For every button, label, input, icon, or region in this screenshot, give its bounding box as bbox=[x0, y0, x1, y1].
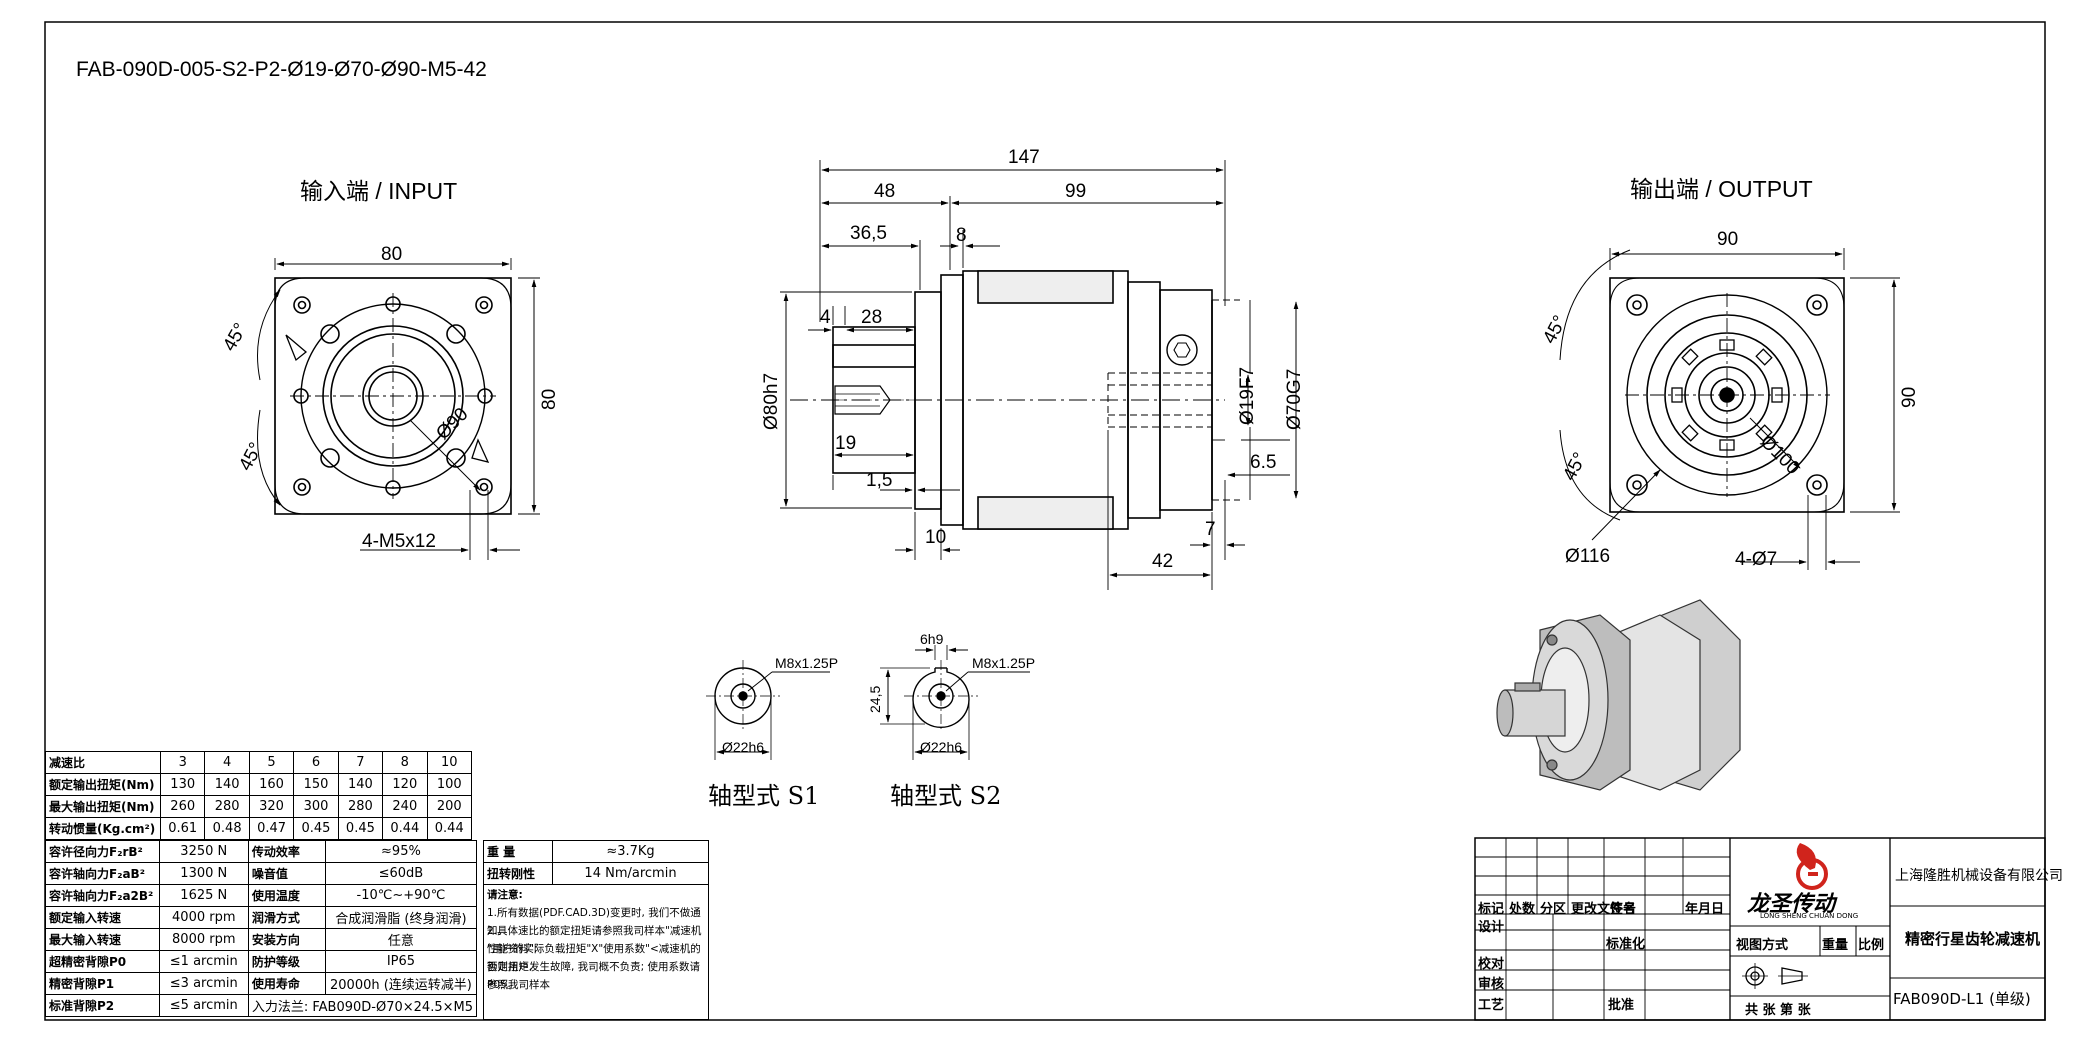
sheet-frame bbox=[44, 21, 2046, 1021]
output-dia-116-dim: Ø116 bbox=[1565, 546, 1611, 567]
shaft-s2-dia: Ø22h6 bbox=[920, 739, 963, 755]
overall-length-dim: 147 bbox=[1008, 147, 1040, 168]
dim-10: 10 bbox=[925, 527, 947, 548]
logo-text: 龙圣传动 bbox=[1747, 892, 1836, 917]
input-width-dim: 80 bbox=[381, 244, 403, 265]
output-height-dim: 90 bbox=[1899, 386, 1920, 408]
input-thread-dim: 4-M5x12 bbox=[362, 531, 436, 552]
shaft-s2 bbox=[880, 645, 1030, 760]
input-height-dim: 80 bbox=[539, 388, 560, 410]
dim-48: 48 bbox=[874, 181, 896, 202]
shaft-s1-thread: M8x1.25P bbox=[775, 655, 839, 671]
table-row: 重 量≈3.7Kg bbox=[483, 840, 709, 863]
dim-99: 99 bbox=[1065, 181, 1087, 202]
input-view-title: 输入端 / INPUT bbox=[300, 178, 458, 204]
dim-28: 28 bbox=[861, 307, 883, 328]
output-view-title: 输出端 / OUTPUT bbox=[1630, 176, 1813, 202]
dim-19: 19 bbox=[835, 433, 857, 454]
output-view bbox=[1559, 248, 1900, 570]
logo-subtext: LONG SHENG CHUAN DONG bbox=[1760, 912, 1859, 920]
output-holes-dim: 4-Ø7 bbox=[1735, 549, 1778, 570]
projection-symbol-icon bbox=[1742, 963, 1808, 989]
shaft-s1 bbox=[706, 660, 830, 760]
shaft-s2-key: 6h9 bbox=[920, 631, 944, 647]
shaft-s2-height: 24,5 bbox=[867, 685, 883, 713]
dim-6-5: 6.5 bbox=[1250, 452, 1277, 473]
input-view bbox=[257, 258, 540, 560]
dim-42: 42 bbox=[1152, 551, 1174, 572]
product-name: 精密行星齿轮减速机 bbox=[1905, 930, 2041, 948]
side-view bbox=[780, 160, 1299, 590]
company-name: 上海隆胜机械设备有限公司 bbox=[1895, 868, 2063, 884]
dim-7: 7 bbox=[1205, 519, 1216, 540]
dia-19-dim: Ø19F7 bbox=[1237, 366, 1258, 425]
dim-1-5: 1,5 bbox=[866, 470, 893, 491]
output-width-dim: 90 bbox=[1717, 229, 1739, 250]
shaft-s1-name: 轴型式 S1 bbox=[708, 782, 820, 810]
dim-36-5: 36,5 bbox=[850, 223, 887, 244]
dia-70-dim: Ø70G7 bbox=[1284, 368, 1305, 430]
dim-4: 4 bbox=[820, 307, 831, 328]
shaft-s1-dia: Ø22h6 bbox=[722, 739, 765, 755]
product-render bbox=[1496, 599, 1741, 791]
model-number: FAB090D-L1 (单级) bbox=[1893, 990, 2031, 1008]
shaft-s2-thread: M8x1.25P bbox=[972, 655, 1036, 671]
company-logo-icon bbox=[1796, 843, 1828, 890]
shaft-s2-name: 轴型式 S2 bbox=[890, 782, 1002, 810]
dim-8: 8 bbox=[956, 225, 967, 246]
dia-80-dim: Ø80h7 bbox=[761, 372, 782, 430]
drawing-title: FAB-090D-005-S2-P2-Ø19-Ø70-Ø90-M5-42 bbox=[76, 58, 487, 81]
title-block-grid bbox=[1474, 837, 2046, 1021]
notes-box: 请注意: 1.所有数据(PDF.CAD.3D)变更时, 我们不做通知。 2.具体… bbox=[483, 884, 709, 1020]
